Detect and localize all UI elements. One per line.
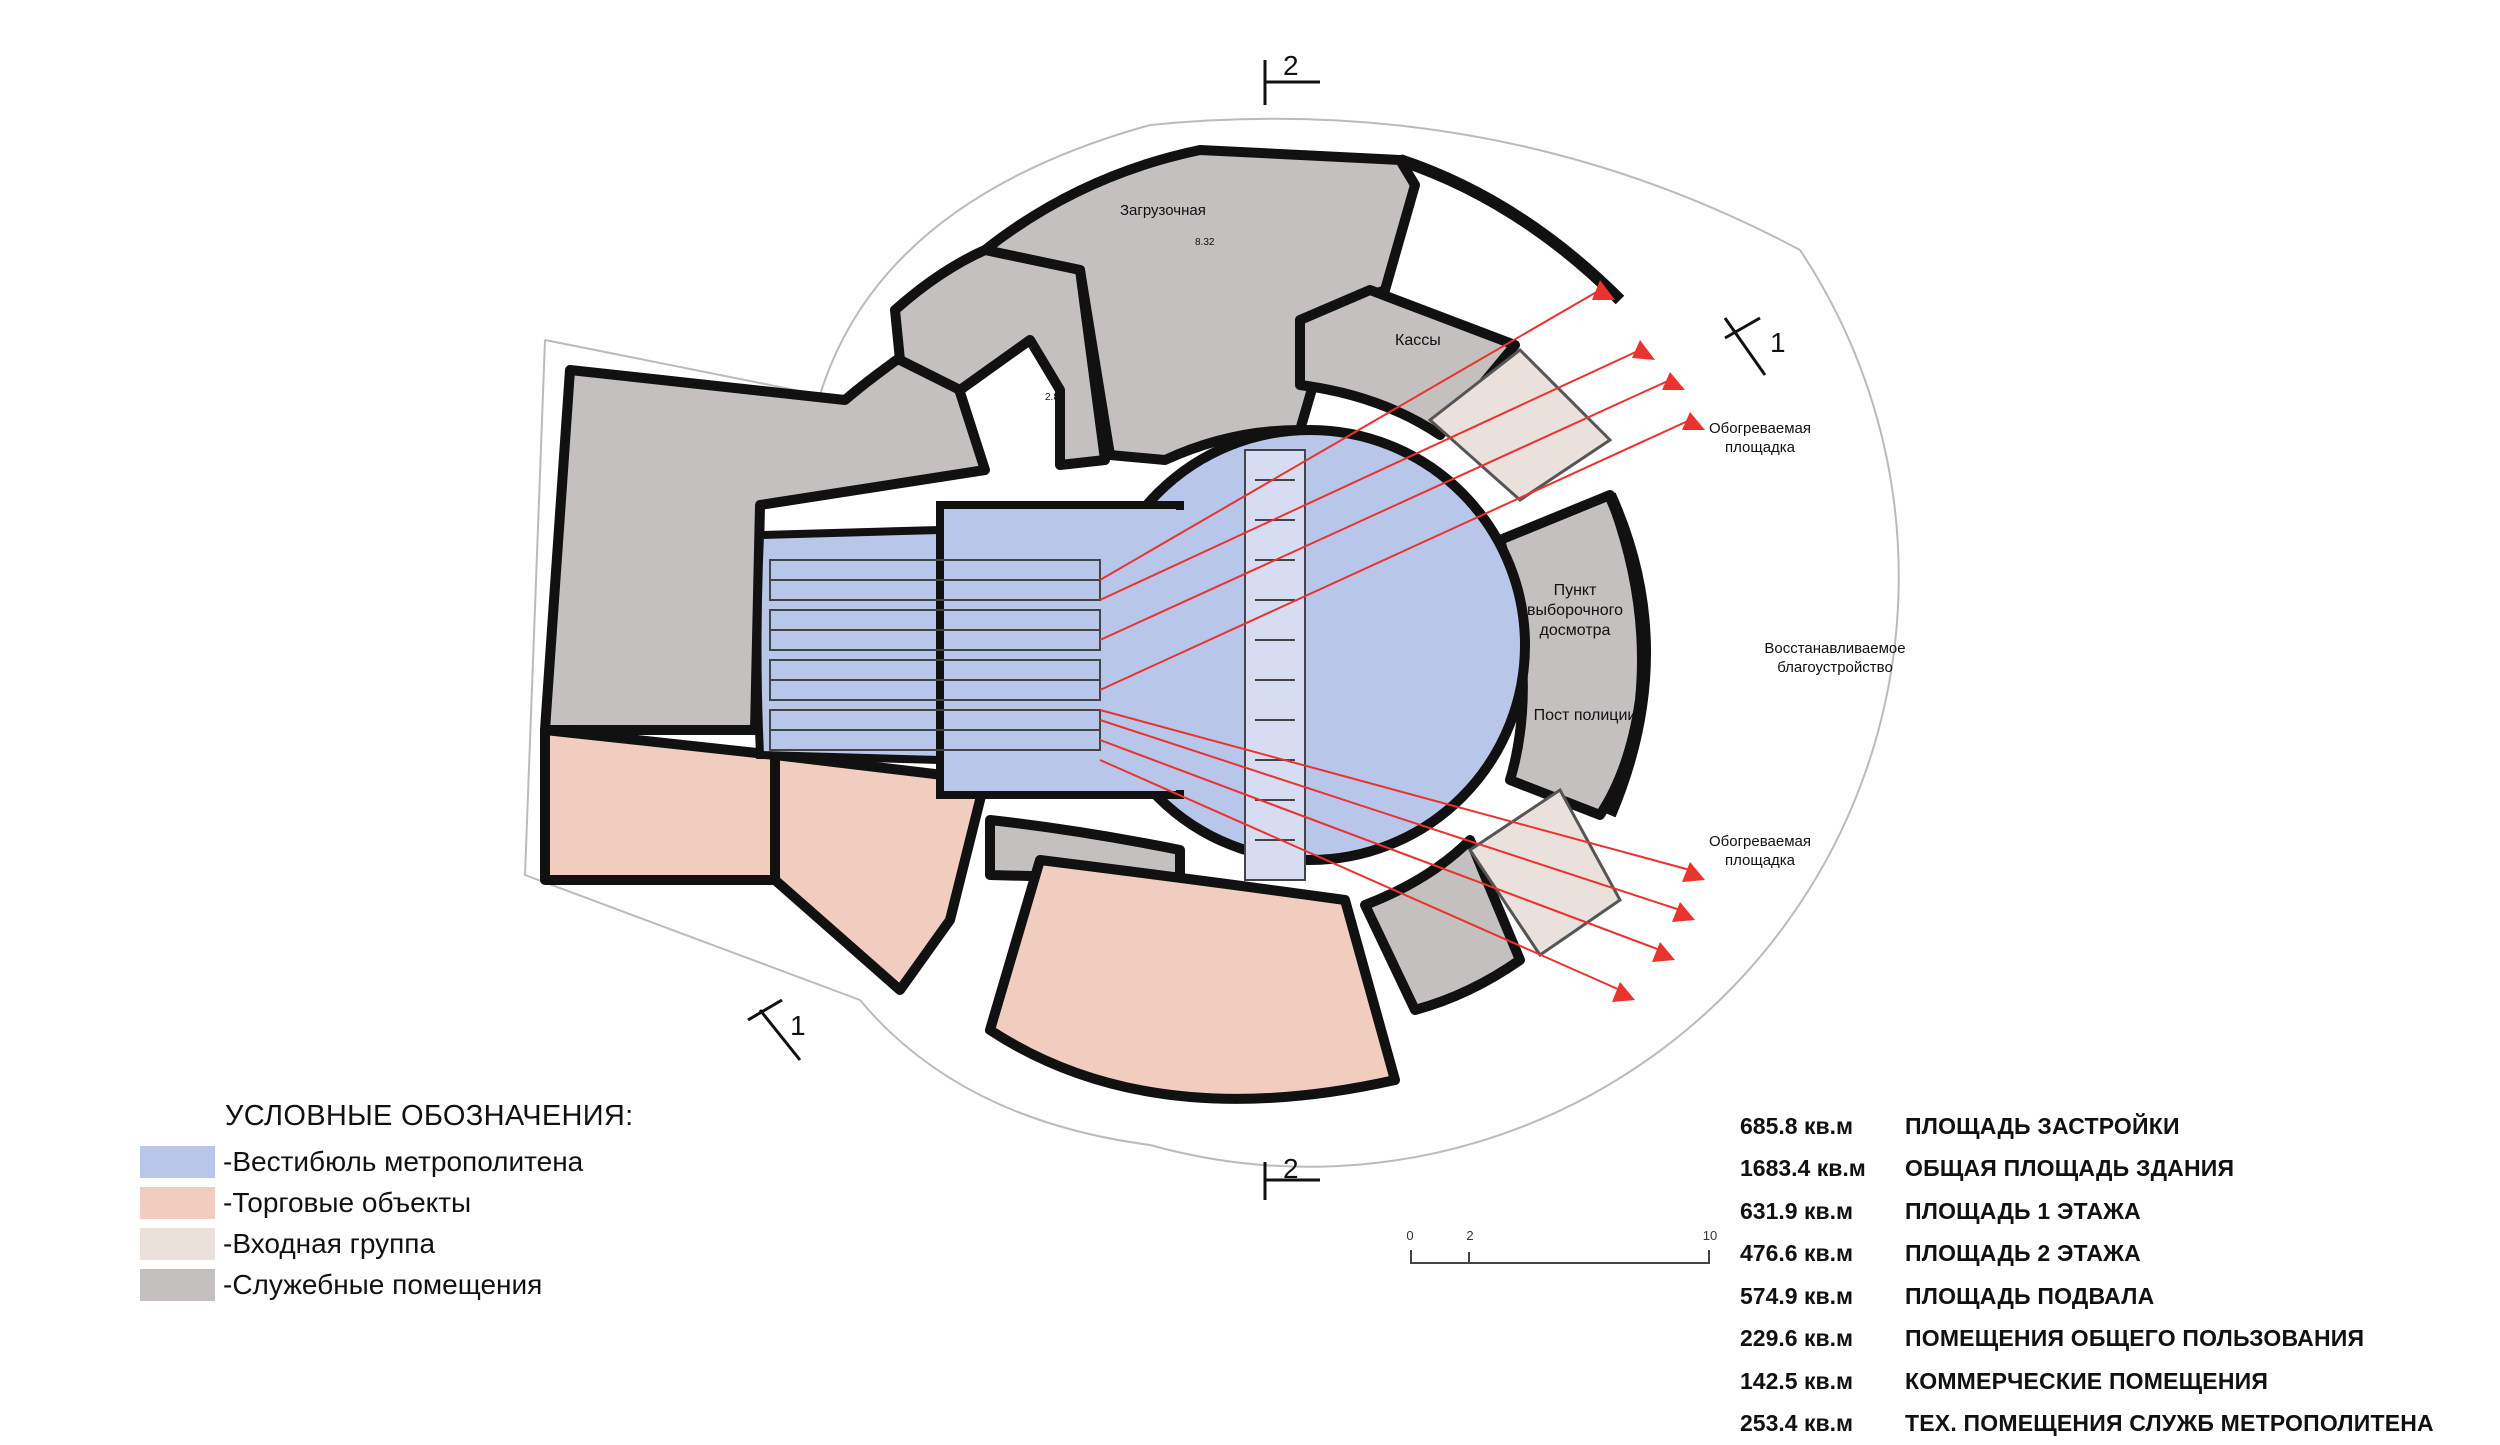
stat-row: 253.4 кв.м ТЕХ. ПОМЕЩЕНИЯ СЛУЖБ МЕТРОПОЛ…: [1740, 1403, 2480, 1445]
scale-mid-tick: [1468, 1252, 1470, 1264]
legend-item: -Служебные помещения: [140, 1264, 700, 1305]
outer-wall: [1400, 160, 1620, 300]
section-1-right: 1: [1770, 327, 1786, 358]
legend-swatch: [140, 1228, 215, 1260]
stat-value: 574.9 кв.м: [1740, 1283, 1905, 1310]
stat-row: 476.6 кв.м ПЛОЩАДЬ 2 ЭТАЖА: [1740, 1233, 2480, 1276]
legend-title: УСЛОВНЫЕ ОБОЗНАЧЕНИЯ:: [225, 1100, 700, 1133]
stat-value: 142.5 кв.м: [1740, 1368, 1905, 1395]
stat-value: 229.6 кв.м: [1740, 1325, 1905, 1352]
legend-item: -Входная группа: [140, 1223, 700, 1264]
section-1-left: 1: [790, 1010, 806, 1041]
restored-landscape-label-2: благоустройство: [1777, 659, 1893, 676]
legend-label: -Служебные помещения: [223, 1269, 542, 1301]
stat-value: 685.8 кв.м: [1740, 1113, 1905, 1140]
screening-label-2: выборочного: [1527, 602, 1623, 619]
screening-label-1: Пункт: [1554, 582, 1598, 599]
scale-tick-0: 0: [1406, 1228, 1413, 1243]
stat-row: 685.8 кв.м ПЛОЩАДЬ ЗАСТРОЙКИ: [1740, 1105, 2480, 1148]
stat-value: 1683.4 кв.м: [1740, 1155, 1905, 1182]
heated-area-label-2b: площадка: [1725, 852, 1796, 869]
area-stats: 685.8 кв.м ПЛОЩАДЬ ЗАСТРОЙКИ 1683.4 кв.м…: [1740, 1105, 2480, 1445]
screening-label-3: досмотра: [1540, 622, 1611, 639]
stat-label: ПЛОЩАДЬ 1 ЭТАЖА: [1905, 1198, 2141, 1225]
stat-label: КОММЕРЧЕСКИЕ ПОМЕЩЕНИЯ: [1905, 1368, 2268, 1395]
stat-row: 1683.4 кв.м ОБЩАЯ ПЛОЩАДЬ ЗДАНИЯ: [1740, 1148, 2480, 1191]
scale-tick-2: 2: [1466, 1228, 1473, 1243]
stat-label: ПЛОЩАДЬ ПОДВАЛА: [1905, 1283, 2154, 1310]
heated-area-label-1b: площадка: [1725, 439, 1796, 456]
police-label: Пост полиции: [1534, 707, 1637, 724]
stat-row: 142.5 кв.м КОММЕРЧЕСКИЕ ПОМЕЩЕНИЯ: [1740, 1360, 2480, 1403]
restored-landscape-label-1: Восстанавливаемое: [1764, 640, 1905, 657]
section-2-bottom: 2: [1283, 1153, 1299, 1184]
loading-room-label: Загрузочная: [1120, 202, 1206, 219]
legend-swatch: [140, 1146, 215, 1178]
scale-tick-10: 10: [1703, 1228, 1717, 1243]
legend-swatch: [140, 1187, 215, 1219]
stat-label: ПЛОЩАДЬ ЗАСТРОЙКИ: [1905, 1113, 2180, 1140]
legend-label: -Торговые объекты: [223, 1187, 471, 1219]
stat-value: 253.4 кв.м: [1740, 1410, 1905, 1437]
legend-item: -Торговые объекты: [140, 1182, 700, 1223]
heated-area-label-1a: Обогреваемая: [1709, 420, 1811, 437]
cashiers-label: Кассы: [1395, 332, 1441, 349]
turnstiles: [1245, 450, 1305, 880]
legend-label: -Вестибюль метрополитена: [223, 1146, 583, 1178]
loading-level-label: 8.32: [1195, 237, 1215, 248]
legend-item: -Вестибюль метрополитена: [140, 1141, 700, 1182]
stat-row: 631.9 кв.м ПЛОЩАДЬ 1 ЭТАЖА: [1740, 1190, 2480, 1233]
stat-row: 229.6 кв.м ПОМЕЩЕНИЯ ОБЩЕГО ПОЛЬЗОВАНИЯ: [1740, 1318, 2480, 1361]
stat-label: ПЛОЩАДЬ 2 ЭТАЖА: [1905, 1240, 2141, 1267]
stat-row: 574.9 кв.м ПЛОЩАДЬ ПОДВАЛА: [1740, 1275, 2480, 1318]
stat-value: 476.6 кв.м: [1740, 1240, 1905, 1267]
heated-area-label-2a: Обогреваемая: [1709, 833, 1811, 850]
scale-line: [1410, 1250, 1710, 1264]
legend-swatch: [140, 1269, 215, 1301]
scale-bar: 0 2 10: [1400, 1228, 1720, 1268]
stat-label: ПОМЕЩЕНИЯ ОБЩЕГО ПОЛЬЗОВАНИЯ: [1905, 1325, 2364, 1352]
stat-value: 631.9 кв.м: [1740, 1198, 1905, 1225]
stat-label: ОБЩАЯ ПЛОЩАДЬ ЗДАНИЯ: [1905, 1155, 2234, 1182]
legend: УСЛОВНЫЕ ОБОЗНАЧЕНИЯ: -Вестибюль метропо…: [140, 1100, 700, 1305]
section-2-top: 2: [1283, 50, 1299, 81]
wc-level-label: 2.84: [1045, 392, 1065, 403]
legend-label: -Входная группа: [223, 1228, 435, 1260]
stat-label: ТЕХ. ПОМЕЩЕНИЯ СЛУЖБ МЕТРОПОЛИТЕНА: [1905, 1410, 2434, 1437]
